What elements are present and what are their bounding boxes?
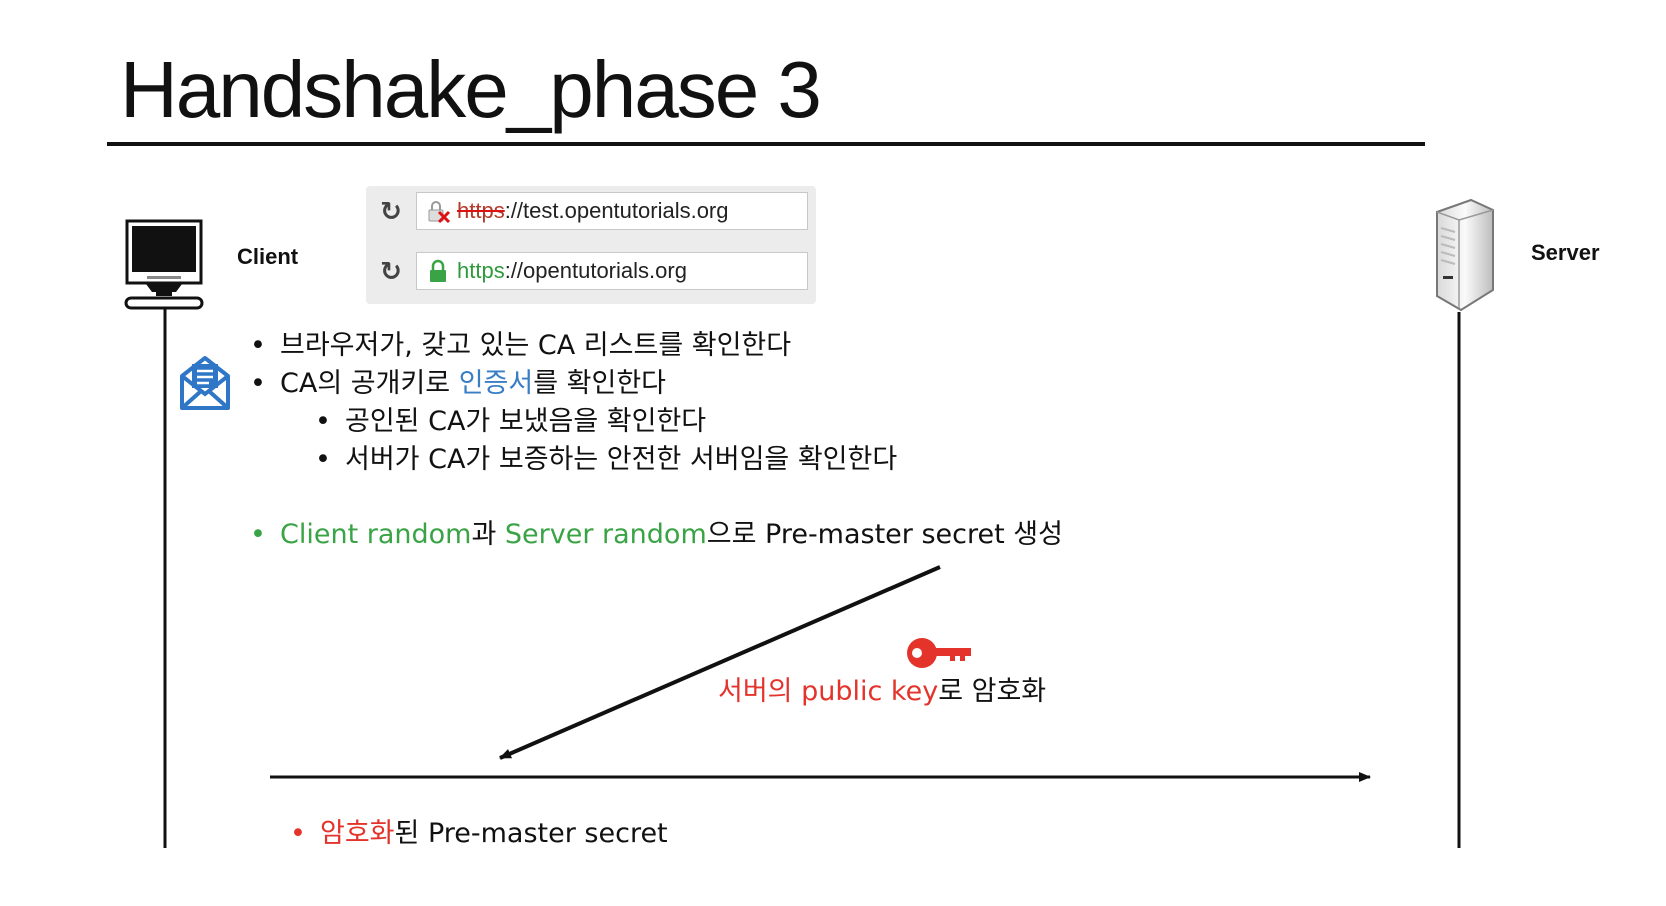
bullet-text: 서버가 CA가 보증하는 안전한 서버임을 확인한다 bbox=[345, 444, 898, 475]
subbullet-ca-sent: • 공인된 CA가 보냈음을 확인한다 bbox=[315, 404, 706, 440]
url-rest: ://test.opentutorials.org bbox=[504, 198, 729, 223]
browser-urlbars: ↻ https://test.opentutorials.org ↻ https… bbox=[366, 186, 816, 304]
message-highlight: 암호화 bbox=[320, 818, 395, 849]
bullet-text: 으로 Pre-master secret 생성 bbox=[706, 519, 1063, 550]
bullet-dot: • bbox=[250, 519, 266, 550]
bullet-dot: • bbox=[315, 444, 331, 475]
bullet-dot: • bbox=[250, 368, 266, 399]
url-scheme: https bbox=[457, 258, 505, 283]
bullet-highlight: Server random bbox=[504, 519, 707, 550]
bullet-highlight: Client random bbox=[280, 519, 472, 550]
url-rest: ://opentutorials.org bbox=[504, 258, 687, 283]
encrypt-note-text: 로 암호화 bbox=[938, 676, 1047, 707]
encrypt-note: 서버의 public key로 암호화 bbox=[718, 674, 1046, 710]
key-icon bbox=[907, 638, 971, 668]
bullet-verify-cert: • CA의 공개키로 인증서를 확인한다 bbox=[250, 366, 666, 402]
encrypt-note-highlight: 서버의 public key bbox=[718, 676, 939, 707]
bullet-dot: • bbox=[315, 406, 331, 437]
page-title: Handshake_phase 3 bbox=[120, 45, 822, 134]
bullet-dot: • bbox=[290, 818, 306, 849]
bullet-dot: • bbox=[250, 330, 266, 361]
url-field-secure[interactable]: https://opentutorials.org bbox=[416, 252, 808, 290]
url-scheme: https bbox=[457, 198, 505, 223]
bullet-text: 과 bbox=[471, 519, 505, 550]
urlbar-row-insecure: ↻ https://test.opentutorials.org bbox=[366, 188, 816, 238]
monitor-icon bbox=[124, 219, 204, 310]
client-label: Client bbox=[237, 244, 299, 269]
bullet-highlight: 인증서 bbox=[458, 368, 534, 399]
message-label: • 암호화된 Pre-master secret bbox=[290, 816, 668, 852]
bullet-text: CA의 공개키로 bbox=[280, 368, 459, 399]
reload-icon[interactable]: ↻ bbox=[380, 197, 402, 227]
envelope-icon bbox=[180, 356, 230, 410]
title-underline bbox=[107, 142, 1425, 146]
bullet-premaster-generation: • Client random과 Server random으로 Pre-mast… bbox=[250, 517, 1063, 553]
server-label: Server bbox=[1531, 240, 1600, 265]
bullet-text: 브라우저가, 갖고 있는 CA 리스트를 확인한다 bbox=[280, 330, 792, 361]
message-text: 된 Pre-master secret bbox=[394, 818, 668, 849]
bullet-check-ca-list: • 브라우저가, 갖고 있는 CA 리스트를 확인한다 bbox=[250, 328, 791, 364]
server-icon bbox=[1436, 198, 1494, 312]
reload-icon[interactable]: ↻ bbox=[380, 257, 402, 287]
url-field-insecure[interactable]: https://test.opentutorials.org bbox=[416, 192, 808, 230]
subbullet-safe-server: • 서버가 CA가 보증하는 안전한 서버임을 확인한다 bbox=[315, 442, 897, 478]
urlbar-row-secure: ↻ https://opentutorials.org bbox=[366, 248, 816, 298]
bullet-text: 공인된 CA가 보냈음을 확인한다 bbox=[345, 406, 707, 437]
generate-arrow bbox=[499, 565, 941, 760]
lock-icon bbox=[430, 259, 446, 282]
bullet-text: 를 확인한다 bbox=[533, 368, 667, 399]
lock-broken-icon bbox=[428, 201, 451, 224]
